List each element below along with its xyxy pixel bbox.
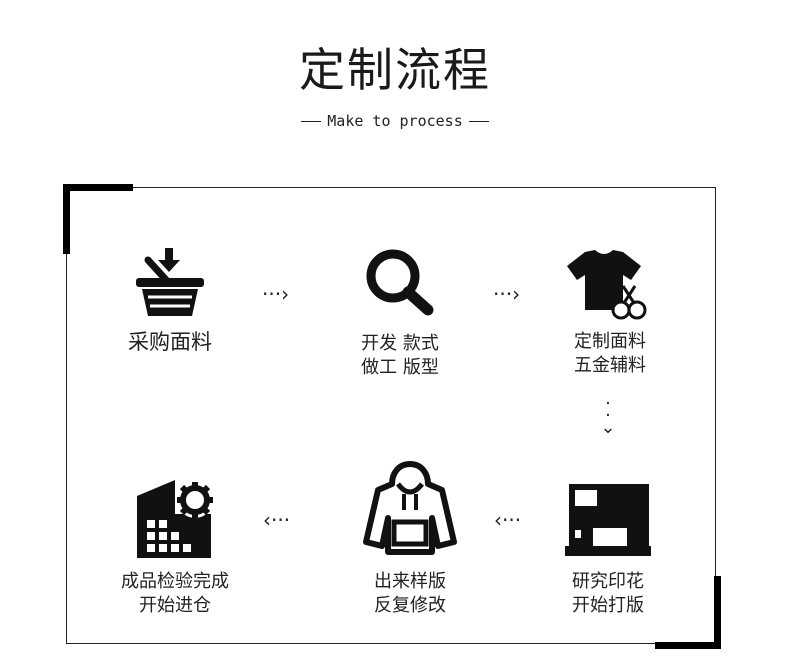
arrow-left-icon: ‹··· — [494, 508, 522, 532]
step-label-line-1: 成品检验完成 — [121, 571, 229, 592]
step-label-line-2: 五金辅料 — [574, 355, 646, 376]
hoodie-icon — [363, 461, 457, 555]
step-label-line-2: 反复修改 — [374, 595, 446, 616]
magnifier-icon — [366, 249, 434, 316]
step-label-line-2: 开始打版 — [572, 595, 644, 616]
subtitle-text: Make to process — [327, 112, 463, 130]
tshirt-scissors-icon — [567, 250, 647, 320]
step-label-line-1: 开发 款式 — [361, 333, 439, 354]
arrow-down-icon: ··⌄ — [600, 393, 616, 438]
corner-bracket-top-left-h — [63, 184, 133, 191]
step-label-line-1: 研究印花 — [572, 571, 644, 592]
page-title: 定制流程 — [299, 43, 491, 97]
step-custom-fabric: 定制面料 五金辅料 — [540, 248, 680, 378]
subtitle-line-left — [301, 121, 322, 122]
step-label-line-1: 定制面料 — [574, 331, 646, 352]
sewing-machine-icon — [565, 484, 651, 556]
step-label-line-2: 开始进仓 — [139, 595, 211, 616]
subtitle: Make to process — [0, 112, 790, 130]
step-label-line-1: 出来样版 — [374, 571, 446, 592]
process-frame — [66, 187, 716, 644]
step-print-pattern: 研究印花 开始打版 — [538, 480, 678, 618]
arrow-left-icon: ‹··· — [263, 508, 291, 532]
step-purchase-fabric: 采购面料 — [100, 248, 240, 354]
step-develop-style: 开发 款式 做工 版型 — [330, 248, 470, 380]
step-sample-revise: 出来样版 反复修改 — [340, 460, 480, 618]
shopping-basket-icon — [136, 248, 204, 316]
arrow-right-icon: ···› — [493, 282, 521, 306]
corner-bracket-bottom-right-h — [655, 642, 721, 649]
step-inspection-warehouse: 成品检验完成 开始进仓 — [100, 478, 250, 618]
arrow-right-icon: ···› — [262, 282, 290, 306]
corner-bracket-bottom-right-v — [714, 576, 721, 649]
step-label: 采购面料 — [128, 330, 212, 354]
corner-bracket-top-left-v — [63, 184, 70, 254]
step-label-line-2: 做工 版型 — [361, 357, 439, 378]
factory-gear-icon — [137, 480, 213, 558]
subtitle-line-right — [468, 121, 489, 122]
